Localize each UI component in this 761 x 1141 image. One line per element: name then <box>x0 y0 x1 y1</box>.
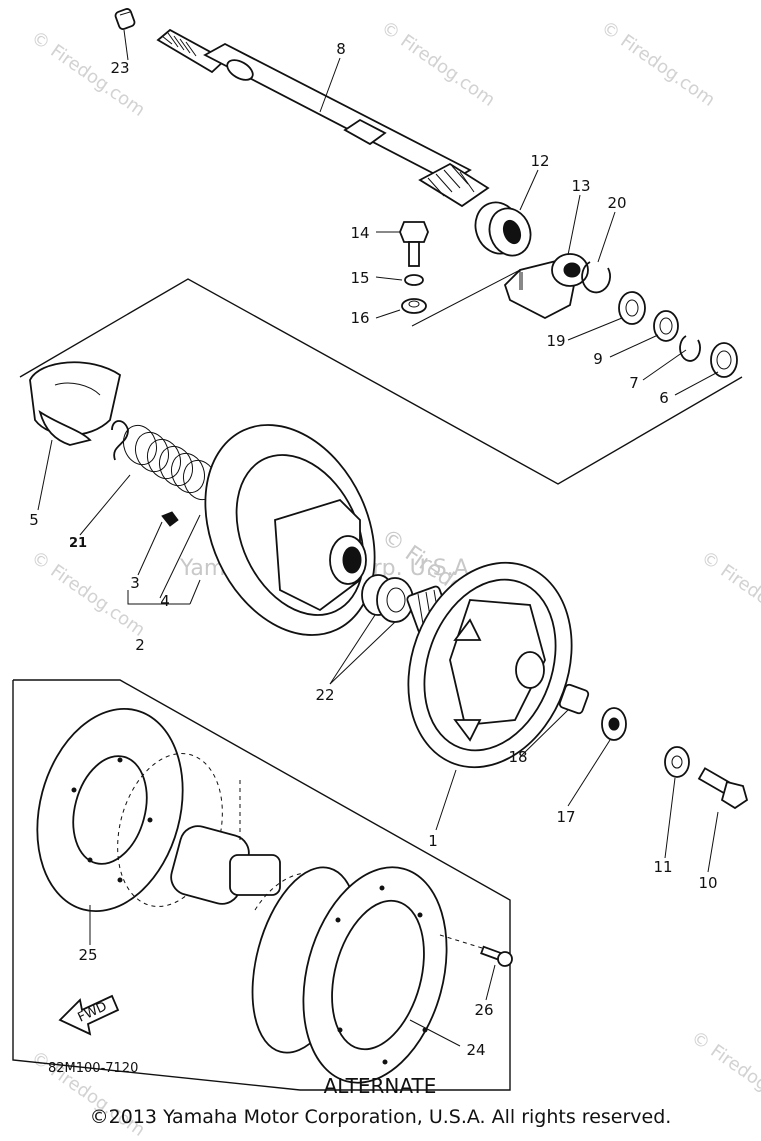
watermark-top-center: © Firedog.com <box>377 17 499 111</box>
part-9-washer <box>653 310 679 342</box>
label-12: 12 <box>530 152 549 170</box>
part-2-sheave <box>204 424 376 636</box>
label-10: 10 <box>698 874 717 892</box>
label-22: 22 <box>315 686 334 704</box>
label-3: 3 <box>130 574 140 592</box>
label-15: 15 <box>350 269 369 287</box>
part-5-cam <box>29 361 122 446</box>
label-18: 18 <box>508 748 527 766</box>
label-6: 6 <box>659 389 669 407</box>
group-outline-upper <box>19 278 743 485</box>
part-1-sheave-plate <box>406 561 573 769</box>
label-2: 2 <box>135 636 145 654</box>
watermark-top-left: © Firedog.com <box>27 27 149 121</box>
label-8: 8 <box>336 40 346 58</box>
label-26: 26 <box>474 1001 493 1019</box>
part-25-plate <box>36 707 223 913</box>
part-3-slider <box>161 511 179 527</box>
label-14: 14 <box>350 224 369 242</box>
part-19-washer <box>618 291 646 325</box>
part-12-bearing <box>474 201 532 257</box>
label-9: 9 <box>593 350 603 368</box>
part-17-washer <box>601 707 627 741</box>
label-25: 25 <box>78 946 97 964</box>
part-11-washer <box>664 746 690 778</box>
part-23-cap <box>114 8 136 30</box>
label-13: 13 <box>571 177 590 195</box>
part-13-bracket <box>503 253 589 320</box>
label-16: 16 <box>350 309 369 327</box>
alternate-hub <box>170 780 281 905</box>
part-20-circlip <box>581 261 611 294</box>
drawing-code: 82M100-7120 <box>48 1061 138 1076</box>
label-21: 21 <box>69 536 87 551</box>
group-outline-alternate <box>12 679 511 1091</box>
part-18-sleeve <box>558 683 590 715</box>
watermark-mid-left: © Firedog.com <box>27 547 149 641</box>
label-24: 24 <box>466 1041 485 1059</box>
label-19: 19 <box>546 332 565 350</box>
watermark-mid-right: © Firedog.com <box>697 547 761 641</box>
label-23: 23 <box>110 59 129 77</box>
label-7: 7 <box>629 374 639 392</box>
part-26-bolt <box>480 945 513 967</box>
label-17: 17 <box>556 808 575 826</box>
label-4: 4 <box>160 592 170 610</box>
part-22-washers <box>361 574 414 623</box>
part-6-washer <box>710 342 738 378</box>
part-24-plate <box>251 866 448 1084</box>
part-14-bolt <box>399 221 429 267</box>
copyright-notice: ©2013 Yamaha Motor Corporation, U.S.A. A… <box>89 1106 672 1128</box>
watermark-top-right: © Firedog.com <box>597 17 719 111</box>
fwd-arrow-icon: FWD <box>58 994 120 1036</box>
part-15-washer <box>404 274 424 286</box>
alternate-label: ALTERNATE <box>324 1074 437 1098</box>
label-1: 1 <box>428 832 438 850</box>
label-5: 5 <box>29 511 39 529</box>
leader-lines <box>37 29 719 1047</box>
part-8-shaft <box>156 28 490 208</box>
part-10-bolt <box>697 767 749 810</box>
part-16-spacer <box>401 298 427 314</box>
part-labels: 23 8 12 13 20 14 15 16 19 9 7 6 5 21 3 4… <box>29 40 717 1059</box>
label-20: 20 <box>607 194 626 212</box>
part-7-clip <box>679 335 701 362</box>
label-11: 11 <box>653 858 672 876</box>
